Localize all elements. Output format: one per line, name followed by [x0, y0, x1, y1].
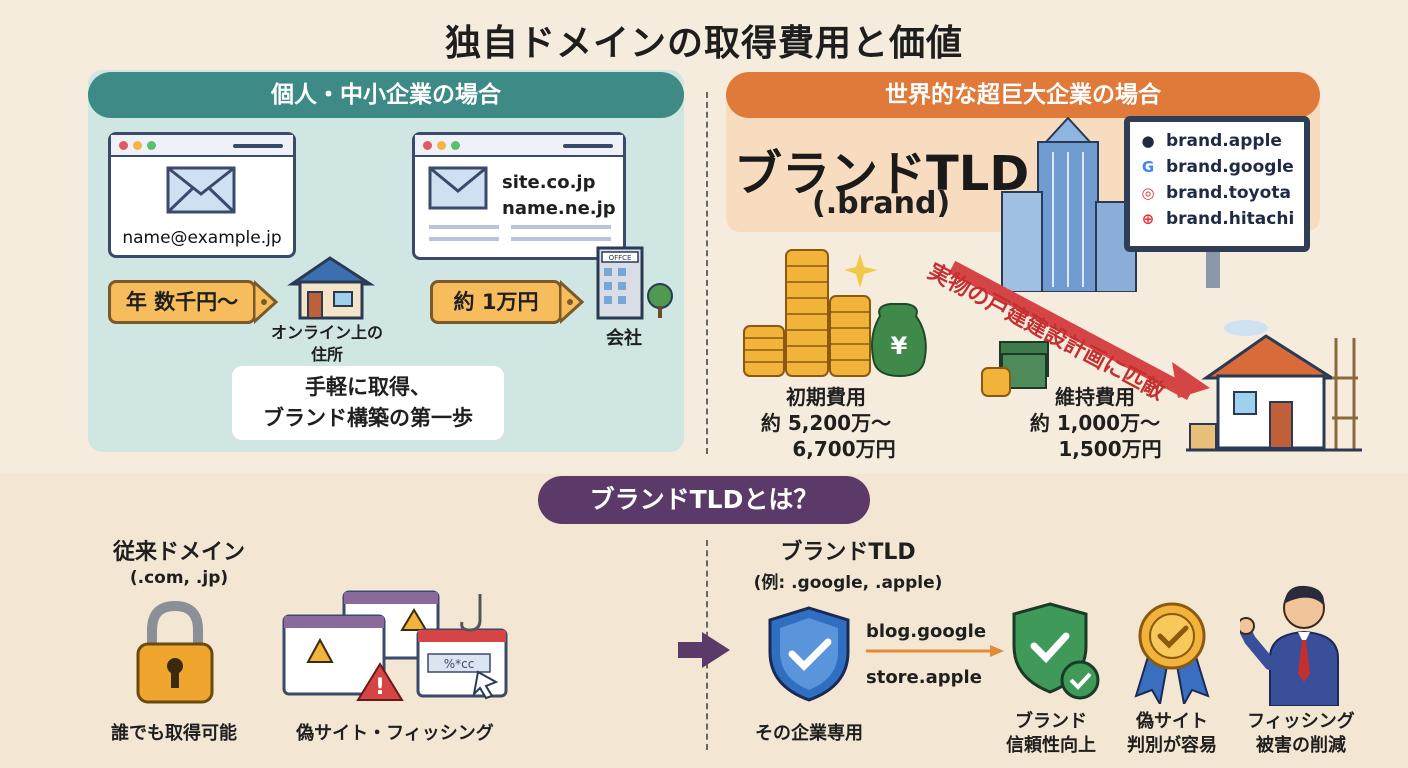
traditional-domain-examples: (.com, .jp) [129, 568, 229, 588]
arrow-head-icon [1172, 362, 1210, 398]
sparkle-icon [844, 254, 878, 288]
tag-tip-icon-company [560, 280, 585, 324]
money-bag-symbol: ¥ [891, 332, 908, 360]
phishing-caption: 偽サイト・フィッシング [296, 723, 494, 744]
transition-arrow-icon [678, 632, 730, 668]
price-tag-company: 約 1万円 [430, 280, 562, 324]
sme-panel-header: 個人・中小企業の場合 [88, 72, 684, 118]
office-building-icon: OFFCE [596, 246, 673, 320]
brand-tld-examples: (例: .google, .apple) [753, 573, 943, 593]
price-tag-personal: 年 数千円〜 [108, 280, 256, 324]
toyota-logo-icon: ◎ [1141, 184, 1155, 202]
orange-arrow-icon [866, 645, 1004, 657]
benefit-trust: ブランド信頼性向上 [1006, 711, 1096, 756]
brand-example-1: blog.google [866, 621, 987, 642]
brand-example-2: store.apple [866, 667, 982, 688]
brand-tld-subtitle: (.brand) [812, 186, 951, 221]
benefit-detect-fakes: 偽サイト判別が容易 [1127, 711, 1217, 756]
tag-tip-icon [254, 280, 279, 324]
brand-tld-title: ブランドTLD [734, 146, 1030, 202]
google-logo-icon: G [1141, 158, 1155, 176]
billboard-item-apple: brand.apple [1166, 131, 1282, 151]
mail-icon [166, 166, 236, 214]
brand-tld-bottom-title: ブランドTLD [780, 540, 916, 565]
fake-login-field: %*cc [444, 657, 475, 671]
company-caption: 会社 [606, 328, 642, 349]
easy-start-note: 手軽に取得、ブランド構築の第一歩 [232, 366, 504, 440]
cash-stack-icon [981, 341, 1049, 397]
online-address-caption: オンライン上の住所 [270, 323, 383, 364]
shield-check-icon [768, 606, 850, 702]
page-title: 独自ドメインの取得費用と価値 [444, 23, 963, 64]
benefit-reduce-phishing: フィッシング被害の削減 [1247, 711, 1355, 756]
email-address: name@example.jp [122, 228, 282, 248]
billboard-item-hitachi: brand.hitachi [1166, 209, 1295, 229]
exclusive-caption: その企業専用 [755, 723, 863, 744]
billboard-item-toyota: brand.toyota [1166, 183, 1291, 203]
phishing-sites-icon: ! %*cc [282, 590, 508, 701]
padlock-icon [136, 600, 214, 704]
billboard-item-google: brand.google [1166, 157, 1294, 177]
house-construction-icon [1186, 320, 1362, 452]
svg-text:!: ! [375, 675, 385, 700]
anyone-can-register-caption: 誰でも取得可能 [111, 723, 237, 744]
section-divider [706, 92, 708, 454]
traditional-domain-title: 従来ドメイン [112, 540, 245, 565]
billboard-pole [1206, 252, 1220, 288]
brand-tld-explanation-header: ブランドTLDとは？ [538, 476, 870, 524]
shield-trust-icon [1012, 602, 1100, 700]
award-medal-icon [1134, 602, 1210, 704]
house-icon [287, 256, 376, 320]
initial-cost: 初期費用約 5,200万〜6,700万円 [760, 385, 896, 461]
enterprise-panel-header: 世界的な超巨大企業の場合 [726, 72, 1320, 118]
coin-stacks-icon: ¥ [743, 249, 927, 378]
mail-icon-company [428, 166, 488, 210]
hitachi-logo-icon: ⊕ [1141, 210, 1155, 228]
businessman-icon [1240, 585, 1339, 706]
apple-logo-icon: ● [1141, 132, 1155, 150]
office-sign: OFFCE [609, 254, 632, 262]
maintenance-cost: 維持費用約 1,000万〜1,500万円 [1029, 385, 1162, 461]
